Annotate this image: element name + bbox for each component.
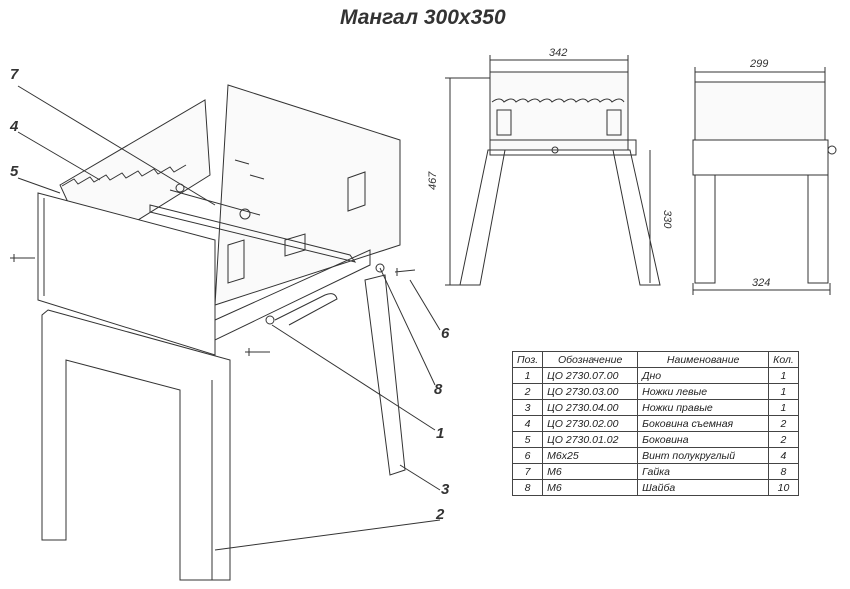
cell-pos: 5 [511,431,544,448]
cell-name: Ножки правые [637,399,770,416]
cell-designation: ЦО 2730.03.00 [542,383,639,400]
cell-name: Винт полукруглый [637,447,770,464]
cell-name: Шайба [637,479,770,496]
cell-designation: М6 [542,479,639,496]
callout-8: 8 [434,381,443,398]
cell-qty: 1 [768,399,799,416]
side-view [692,67,837,295]
header-qty: Кол. [768,351,799,368]
cell-designation: ЦО 2730.01.02 [542,431,639,448]
front-view [445,55,661,286]
cell-pos: 1 [511,367,544,384]
cell-name: Дно [637,367,770,384]
callout-2: 2 [436,506,445,523]
dim-top-width: 342 [549,47,567,59]
dim-side-top: 299 [749,58,768,70]
header-pos: Поз. [511,351,544,368]
cell-name: Ножки левые [637,383,770,400]
callout-3: 3 [441,481,450,498]
cell-pos: 7 [511,463,544,480]
cell-pos: 2 [511,383,544,400]
cell-qty: 10 [768,479,799,496]
callout-6: 6 [441,325,450,342]
cell-name: Боковина съемная [637,415,770,432]
cell-qty: 1 [768,383,799,400]
dim-side-bottom: 324 [752,277,770,289]
header-name: Наименование [637,351,770,368]
parts-table-header: Поз. Обозначение Наименование Кол. [511,351,799,368]
callout-5: 5 [10,163,19,180]
callout-4: 4 [10,118,19,135]
callout-7: 7 [10,66,19,83]
cell-pos: 3 [511,399,544,416]
cell-designation: ЦО 2730.04.00 [542,399,639,416]
cell-name: Боковина [637,431,770,448]
cell-qty: 2 [768,431,799,448]
callout-1: 1 [436,425,445,442]
cell-designation: ЦО 2730.07.00 [542,367,639,384]
cell-pos: 4 [511,415,544,432]
dim-height: 467 [427,171,439,190]
header-designation: Обозначение [542,351,639,368]
dim-leg-height: 330 [661,210,673,229]
drawing-title: Мангал 300х350 [340,6,506,29]
cell-designation: ЦО 2730.02.00 [542,415,639,432]
cell-designation: М6х25 [542,447,639,464]
cell-name: Гайка [637,463,770,480]
isometric-view [10,84,441,581]
cell-qty: 4 [768,447,799,464]
cell-qty: 1 [768,367,799,384]
cell-pos: 6 [511,447,544,464]
cell-pos: 8 [511,479,544,496]
cell-designation: М6 [542,463,639,480]
cell-qty: 8 [768,463,799,480]
cell-qty: 2 [768,415,799,432]
